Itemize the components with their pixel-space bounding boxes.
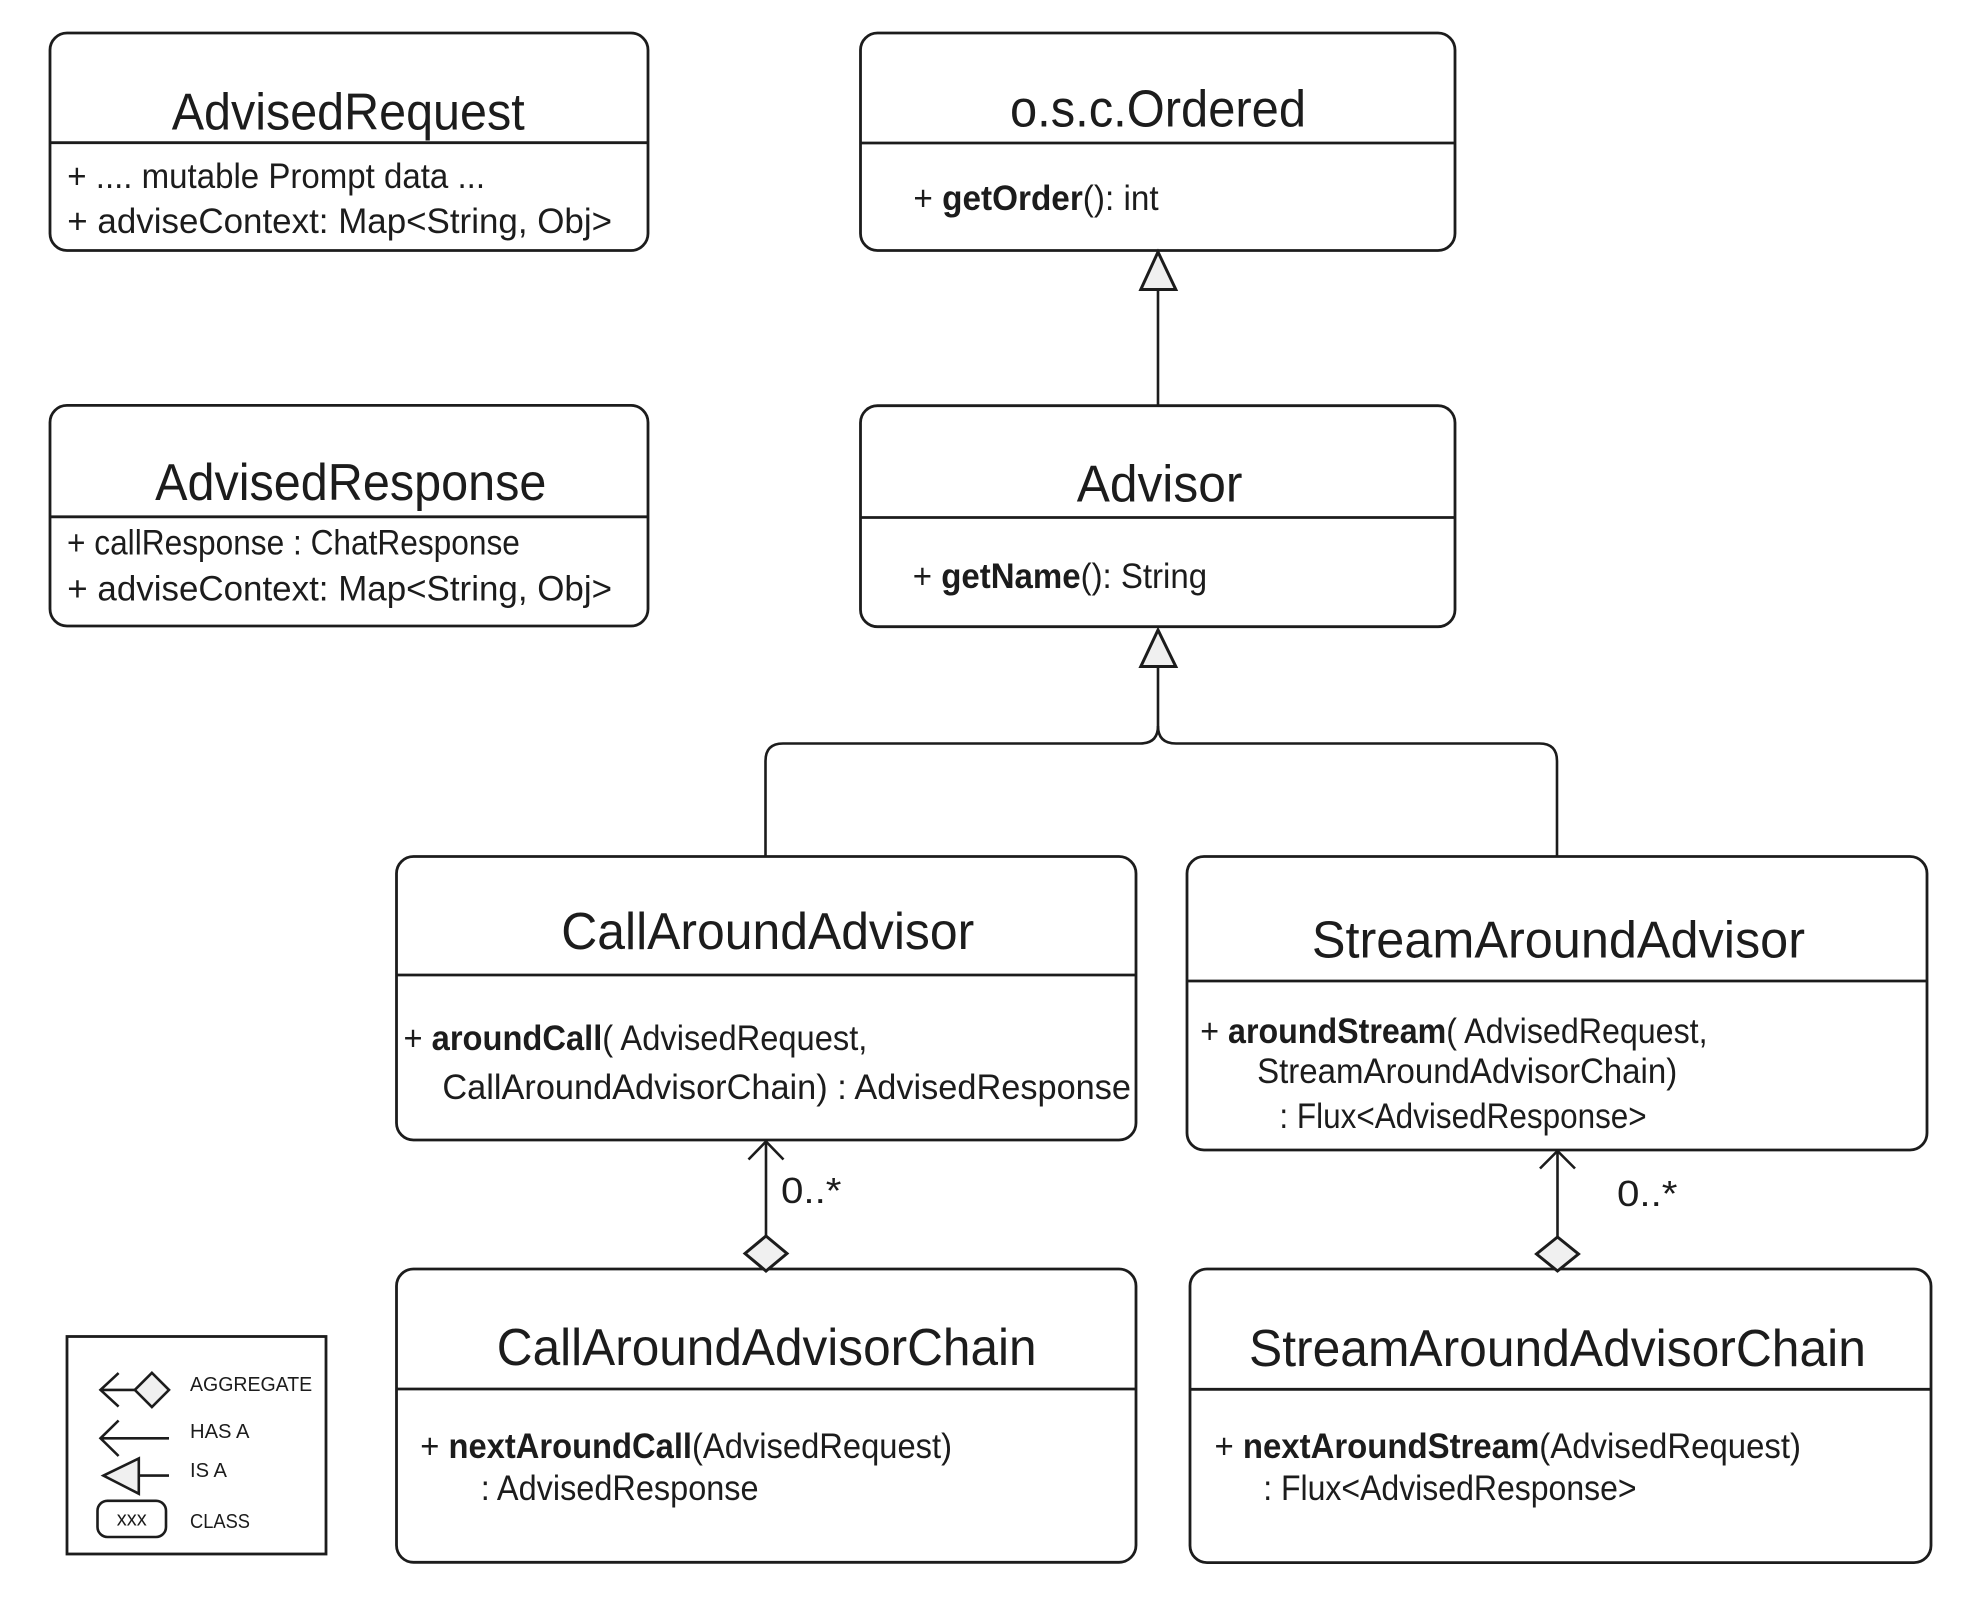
svg-text:Advisor: Advisor [1077, 456, 1243, 514]
svg-text:IS A: IS A [190, 1460, 228, 1482]
svg-text:0..*: 0..* [781, 1170, 842, 1211]
svg-text:CallAroundAdvisor: CallAroundAdvisor [561, 903, 974, 961]
svg-text:+ adviseContext: Map<String, O: + adviseContext: Map<String, Obj> [67, 202, 612, 241]
svg-text:CallAroundAdvisorChain: CallAroundAdvisorChain [497, 1319, 1037, 1377]
svg-text:CallAroundAdvisorChain) : Advi: CallAroundAdvisorChain) : AdvisedRespons… [442, 1068, 1131, 1107]
svg-text:+ getName(): String: + getName(): String [913, 557, 1207, 596]
svg-text:StreamAroundAdvisor: StreamAroundAdvisor [1312, 912, 1805, 970]
svg-text:: AdvisedResponse: : AdvisedResponse [481, 1469, 759, 1508]
svg-text:CLASS: CLASS [190, 1511, 250, 1533]
svg-text:+ callResponse : ChatResponse: + callResponse : ChatResponse [67, 524, 520, 563]
svg-text:xxx: xxx [117, 1509, 147, 1531]
svg-text:+ aroundCall( AdvisedRequest,: + aroundCall( AdvisedRequest, [404, 1019, 868, 1058]
svg-text:AdvisedRequest: AdvisedRequest [172, 84, 526, 142]
svg-text:: Flux<AdvisedResponse>: : Flux<AdvisedResponse> [1279, 1097, 1646, 1136]
svg-text:+ nextAroundCall(AdvisedReques: + nextAroundCall(AdvisedRequest) [420, 1427, 952, 1466]
svg-text:AGGREGATE: AGGREGATE [190, 1374, 312, 1396]
svg-text:+ aroundStream( AdvisedRequest: + aroundStream( AdvisedRequest, [1200, 1012, 1707, 1051]
svg-text:+ nextAroundStream(AdvisedRequ: + nextAroundStream(AdvisedRequest) [1215, 1427, 1802, 1466]
svg-text:HAS A: HAS A [190, 1421, 250, 1443]
svg-text:+ adviseContext: Map<String, O: + adviseContext: Map<String, Obj> [67, 569, 612, 608]
svg-text:AdvisedResponse: AdvisedResponse [155, 454, 546, 512]
svg-text:: Flux<AdvisedResponse>: : Flux<AdvisedResponse> [1263, 1469, 1636, 1508]
svg-text:0..*: 0..* [1617, 1173, 1678, 1214]
svg-text:StreamAroundAdvisorChain): StreamAroundAdvisorChain) [1257, 1052, 1677, 1091]
svg-text:+ getOrder(): int: + getOrder(): int [913, 179, 1159, 218]
svg-text:o.s.c.Ordered: o.s.c.Ordered [1010, 81, 1306, 139]
svg-text:+ .... mutable Prompt data ...: + .... mutable Prompt data ... [67, 157, 485, 196]
svg-text:StreamAroundAdvisorChain: StreamAroundAdvisorChain [1249, 1320, 1866, 1378]
